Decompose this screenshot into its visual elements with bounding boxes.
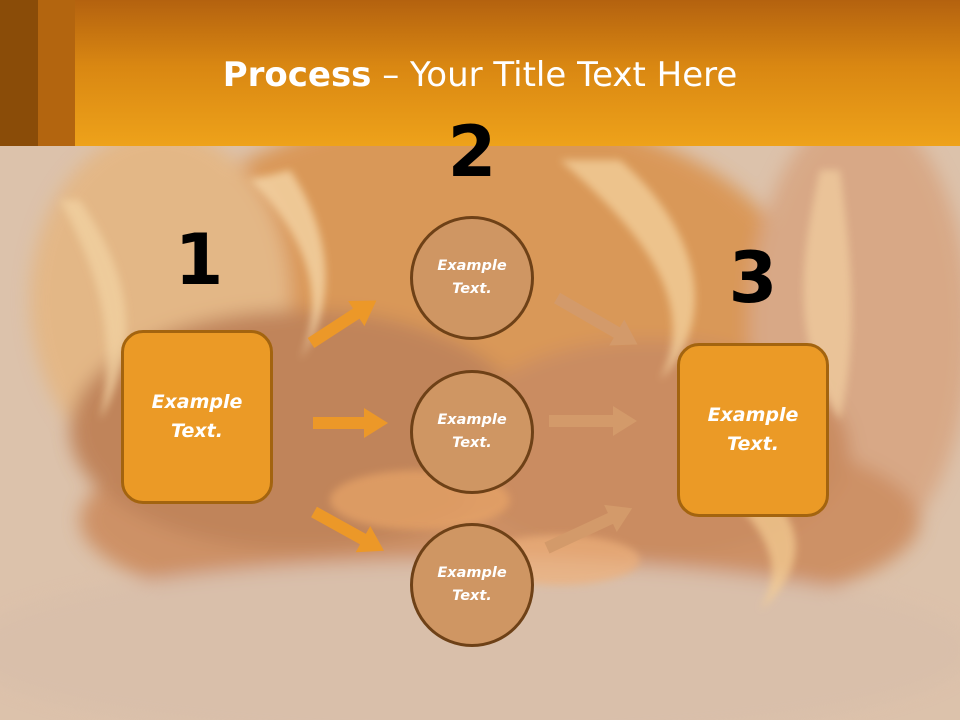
circle-bottom-label: Example Text.: [437, 565, 507, 604]
step-number-2: 2: [447, 111, 497, 193]
title-rest: – Your Title Text Here: [371, 55, 738, 95]
step-1-box: Example Text.: [121, 330, 273, 504]
circle-middle: Example Text.: [410, 370, 534, 494]
slide-title: Process – Your Title Text Here: [0, 54, 960, 96]
arrow-top-to-3: [554, 292, 638, 346]
circle-top: Example Text.: [410, 216, 534, 340]
circle-top-label: Example Text.: [437, 258, 507, 297]
header-accent-dark: [0, 0, 38, 146]
step-1-label: Example Text.: [151, 391, 243, 442]
circle-middle-label: Example Text.: [437, 412, 507, 451]
step-3-box: Example Text.: [677, 343, 829, 517]
arrow-1-to-bottom: [311, 506, 384, 553]
step-number-3: 3: [728, 237, 778, 319]
circle-bottom: Example Text.: [410, 523, 534, 647]
title-bold: Process: [222, 55, 372, 95]
header-accent-mid: [38, 0, 75, 146]
step-3-label: Example Text.: [707, 404, 799, 455]
arrow-1-to-top: [307, 300, 377, 349]
arrow-middle-to-3: [549, 406, 637, 436]
arrow-bottom-to-3: [544, 504, 633, 554]
step-number-1: 1: [174, 219, 224, 301]
title-bar: [0, 0, 960, 146]
arrow-1-to-middle: [313, 408, 388, 438]
